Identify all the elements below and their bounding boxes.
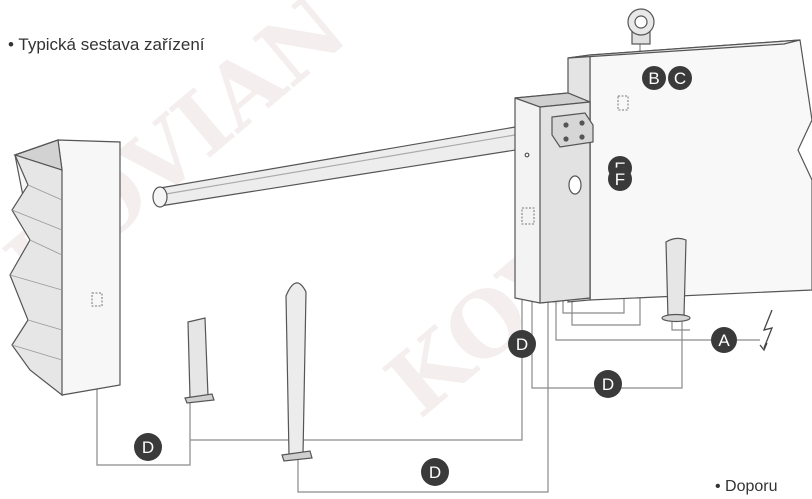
- flashing-lamp-icon: [627, 8, 655, 45]
- badge-d: D: [508, 330, 536, 358]
- badge-d-label-3: D: [602, 375, 614, 394]
- badge-f: F: [608, 167, 632, 191]
- badge-b: B: [642, 66, 666, 90]
- recommendation-note: • Doporu: [715, 478, 778, 495]
- badge-d: D: [421, 458, 449, 486]
- wire-power-a: [555, 300, 760, 341]
- wire-bottom-d4: [297, 300, 549, 493]
- badge-c: C: [668, 66, 692, 90]
- left-pillar: [9, 139, 121, 397]
- photocell-post-left: [184, 317, 215, 404]
- badge-d-label-4: D: [429, 463, 441, 482]
- diagram-title: • Typická sestava zařízení: [8, 35, 205, 54]
- boom-support-post: [281, 282, 313, 462]
- badge-d: D: [594, 370, 622, 398]
- badge-f-label: F: [615, 170, 625, 189]
- photocell-post-right: [661, 237, 691, 323]
- badge-b-label: B: [648, 69, 659, 88]
- wire-right-photocell: [671, 318, 690, 331]
- badge-a: A: [711, 327, 737, 353]
- badge-d: D: [134, 433, 162, 461]
- badges: B C E F A D D D D: [134, 66, 737, 486]
- photocell-icon: [91, 292, 103, 307]
- lightning-icon: [759, 309, 774, 352]
- badge-d-label-2: D: [516, 335, 528, 354]
- photocell-icon: [617, 95, 629, 111]
- badge-a-label: A: [718, 331, 730, 350]
- badge-c-label: C: [674, 69, 686, 88]
- barrier-cabinet: [514, 92, 594, 304]
- badge-d-label-1: D: [142, 438, 154, 457]
